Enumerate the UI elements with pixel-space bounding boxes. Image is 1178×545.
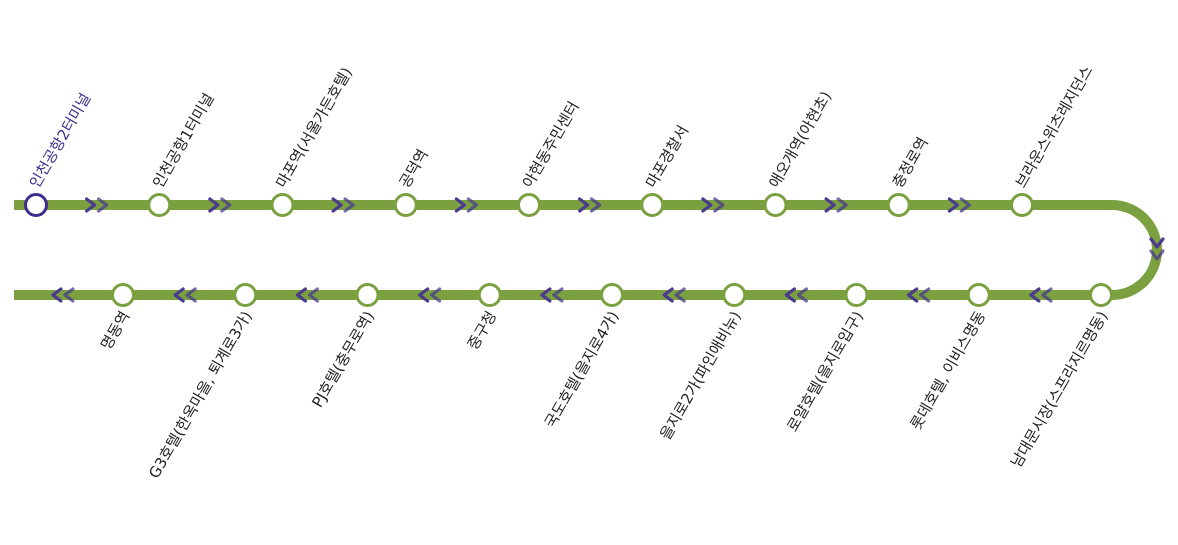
direction-arrow <box>1029 287 1053 303</box>
station-label[interactable]: 인천공항1터미널 <box>149 90 218 191</box>
station-label[interactable]: 마포역(서울가든호텔) <box>272 64 356 191</box>
direction-arrow <box>454 197 478 213</box>
station-marker[interactable] <box>1089 283 1113 307</box>
station-label[interactable]: 롯데호텔, 이비스명동 <box>907 308 990 433</box>
station-label[interactable]: 인천공항2터미널 <box>26 90 95 191</box>
station-label[interactable]: 명동역 <box>97 308 133 353</box>
direction-arrow <box>418 287 442 303</box>
direction-arrow <box>208 197 232 213</box>
direction-arrow <box>662 287 686 303</box>
station-marker[interactable] <box>722 283 747 307</box>
station-marker[interactable] <box>1010 193 1034 217</box>
station-marker[interactable] <box>763 193 788 217</box>
direction-arrow <box>295 287 319 303</box>
direction-arrow <box>173 287 197 303</box>
station-marker[interactable] <box>477 283 502 307</box>
station-label[interactable]: 마포경찰서 <box>642 122 692 191</box>
station-label[interactable]: 아현동주민센터 <box>519 98 583 191</box>
direction-arrows <box>51 197 1165 303</box>
station-marker[interactable] <box>640 193 665 217</box>
station-marker[interactable] <box>393 193 418 217</box>
station-label[interactable]: 공덕역 <box>396 146 432 191</box>
direction-arrow <box>85 197 109 213</box>
direction-arrow <box>331 197 355 213</box>
station-marker[interactable] <box>844 283 869 307</box>
station-label[interactable]: 남대문시장(스프라지르명동) <box>1007 308 1111 471</box>
station-label[interactable]: PJ호텔(충무로역) <box>308 308 378 411</box>
direction-arrow <box>540 287 564 303</box>
direction-arrow <box>907 287 931 303</box>
station-label[interactable]: G3호텔(한옥마을, 퇴계로3가) <box>145 308 256 482</box>
station-marker[interactable] <box>886 193 911 217</box>
station-marker[interactable] <box>966 283 991 307</box>
route-line <box>14 200 1162 300</box>
station-label[interactable]: 중구청 <box>464 308 500 353</box>
direction-arrow <box>578 197 602 213</box>
station-label[interactable]: 로얄호텔(을지로입구) <box>783 308 867 435</box>
station-labels: 인천공항2터미널 인천공항1터미널 마포역(서울가든호텔) 공덕역 아현동주민센터 마포경… <box>26 62 1112 481</box>
station-label[interactable]: 브라운스위츠레지던스 <box>1012 62 1097 191</box>
station-marker[interactable] <box>111 283 135 307</box>
direction-arrow <box>784 287 808 303</box>
station-marker[interactable] <box>24 193 48 217</box>
station-marker[interactable] <box>600 283 624 307</box>
station-marker[interactable] <box>270 193 295 217</box>
direction-arrow <box>947 197 971 213</box>
stations <box>24 193 1113 307</box>
station-label[interactable]: 애오개역(아현초) <box>765 88 835 191</box>
station-label[interactable]: 을지로2가(파인애비뉴) <box>656 308 744 443</box>
station-marker[interactable] <box>147 193 172 217</box>
station-marker[interactable] <box>355 283 380 307</box>
station-marker[interactable] <box>233 283 258 307</box>
direction-arrow <box>1149 237 1165 261</box>
direction-arrow <box>701 197 725 213</box>
direction-arrow <box>51 287 75 303</box>
direction-arrow <box>824 197 848 213</box>
station-label[interactable]: 국도호텔(을지로4가) <box>541 308 622 431</box>
station-marker[interactable] <box>517 193 541 217</box>
station-label[interactable]: 충정로역 <box>889 134 932 191</box>
